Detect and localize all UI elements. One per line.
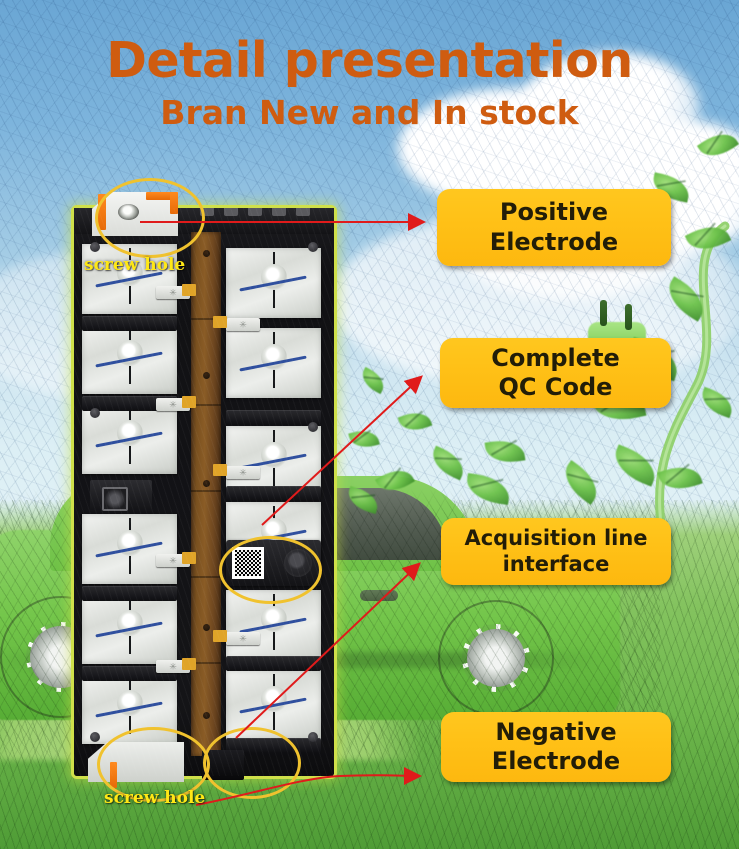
screw-hole-label-bottom: screw hole (104, 788, 206, 808)
flex-pad-7 (182, 658, 196, 670)
flex-pad-2 (213, 316, 227, 328)
qr-code (232, 547, 264, 579)
screw-2 (90, 408, 100, 418)
module-notch-4 (272, 208, 286, 216)
screw-hole-top (118, 204, 139, 220)
orange-tab-top-left (98, 194, 106, 230)
busbar-left-4 (82, 666, 177, 681)
car-wheel-rear (440, 602, 552, 714)
screw-6 (90, 732, 100, 742)
page-subtitle: Bran New and In stock (160, 93, 579, 132)
cell-left-5 (82, 594, 177, 664)
connector-block (90, 480, 152, 514)
battery-module-photo (74, 192, 334, 788)
title-block: Detail presentation Bran New and In stoc… (0, 36, 739, 129)
sensor-tab-3 (156, 398, 190, 411)
flex-pad-4 (213, 464, 227, 476)
module-notch-5 (296, 208, 310, 216)
charging-cable (655, 221, 730, 550)
module-notch-1 (200, 208, 214, 216)
sensor-tab-7 (156, 660, 190, 673)
screw-5 (308, 732, 318, 742)
screw-3 (308, 242, 318, 252)
flex-pad-3 (182, 396, 196, 408)
sensor-tab-1 (156, 286, 190, 299)
busbar-left-1 (82, 316, 177, 331)
negative-electrode-terminal (88, 742, 184, 782)
screw-hole-label-top: screw hole (84, 255, 186, 275)
busbar-right-4 (226, 738, 321, 753)
acquisition-line-interface-port (202, 750, 244, 780)
cell-right-2 (226, 328, 321, 398)
orange-tab-top-right (146, 192, 178, 200)
plug-pin-left (600, 300, 607, 326)
page-title: Detail presentation (106, 32, 633, 89)
orange-tab-top-right-v (170, 192, 178, 214)
busbar-right-1 (226, 410, 321, 425)
busbar-right-3 (226, 656, 321, 671)
cell-left-4 (82, 514, 177, 584)
cell-right-6 (226, 670, 321, 740)
cell-left-2 (82, 324, 177, 394)
flex-pad-6 (213, 630, 227, 642)
sensor-tab-5 (156, 554, 190, 567)
qc-code-module (226, 540, 321, 586)
module-notch-2 (224, 208, 238, 216)
screw-4 (308, 422, 318, 432)
module-notch-3 (248, 208, 262, 216)
busbar-left-3 (82, 586, 177, 601)
sensor-tab-2 (226, 318, 260, 331)
sensor-tab-6 (226, 632, 260, 645)
cell-right-5 (226, 590, 321, 660)
cell-right-1 (226, 248, 321, 318)
flex-pad-5 (182, 552, 196, 564)
busbar-left-2 (82, 396, 177, 411)
plug-pin-right (625, 304, 632, 330)
acquisition-connector-port (284, 549, 312, 577)
orange-tab-bottom (110, 762, 117, 788)
sensor-tab-4 (226, 466, 260, 479)
screw-1 (90, 242, 100, 252)
busbar-right-2 (226, 486, 321, 501)
flex-pad-1 (182, 284, 196, 296)
flex-cable (191, 232, 221, 756)
